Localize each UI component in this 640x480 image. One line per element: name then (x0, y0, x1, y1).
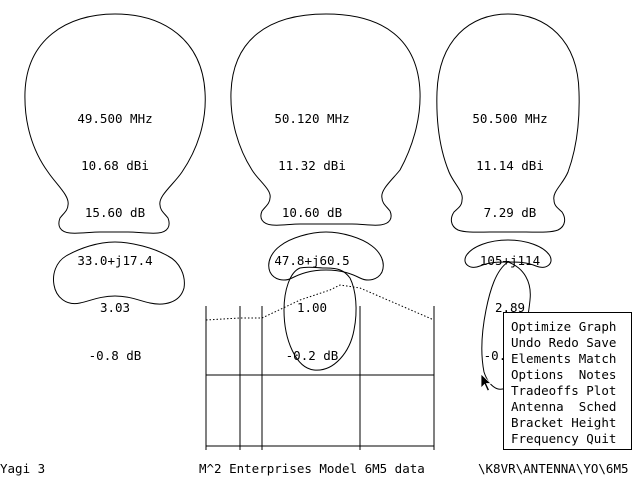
menu-sched[interactable]: Sched (578, 399, 617, 414)
gain-value: 11.32 dBi (278, 157, 346, 173)
menu-redo[interactable]: Redo (548, 335, 579, 350)
menu-row-7: Bracket Height (511, 415, 631, 431)
impedance-value: 33.0+j17.4 (77, 252, 153, 268)
menu-elements[interactable]: Elements (511, 351, 572, 366)
back-lobe-3 (481, 261, 531, 390)
menu-row-2: Undo Redo Save (511, 335, 631, 351)
menu-plot[interactable]: Plot (586, 383, 617, 398)
menu-row-5: Tradeoffs Plot (511, 383, 631, 399)
impedance-value: 47.8+j60.5 (274, 252, 350, 268)
menu-quit[interactable]: Quit (586, 431, 617, 446)
swr-value: 2.89 (494, 300, 526, 316)
polar-pattern-2 (230, 13, 421, 371)
back-lobe-2 (283, 266, 357, 371)
sweep-graph (205, 284, 435, 450)
menu-match[interactable]: Match (578, 351, 617, 366)
swr-value: 3.03 (99, 300, 131, 316)
menu-undo[interactable]: Undo (511, 335, 542, 350)
menu-bracket[interactable]: Bracket (511, 415, 564, 430)
front-back-value: 15.60 dB (84, 205, 146, 221)
main-lobe-3 (436, 13, 580, 233)
menu-height[interactable]: Height (571, 415, 617, 430)
frequency-value: 50.120 MHz (274, 110, 350, 126)
main-lobe-1 (24, 13, 206, 234)
menu-antenna[interactable]: Antenna (511, 399, 564, 414)
back-lobe-1 (53, 241, 185, 305)
side-lobe-2 (268, 231, 384, 281)
menu-notes[interactable]: Notes (578, 367, 617, 382)
polar-pattern-3 (436, 13, 580, 390)
command-menu: Optimize Graph Undo Redo Save Elements M… (503, 312, 632, 450)
readout-1: 49.500 MHz 10.68 dBi 15.60 dB 33.0+j17.4… (45, 79, 185, 395)
front-back-value: 10.60 dB (281, 205, 343, 221)
menu-frequency[interactable]: Frequency (511, 431, 579, 446)
frequency-value: 50.500 MHz (472, 110, 548, 126)
menu-graph[interactable]: Graph (578, 319, 617, 334)
menu-row-8: Frequency Quit (511, 431, 631, 447)
polar-pattern-1 (24, 13, 206, 305)
gain-delta-value: -0.8 dB (88, 347, 142, 363)
frequency-value: 49.500 MHz (77, 110, 153, 126)
sweep-curve (205, 284, 435, 321)
menu-row-6: Antenna Sched (511, 399, 631, 415)
menu-options[interactable]: Options (511, 367, 564, 382)
status-right: \K8VR\ANTENNA\YO\6M5 (478, 461, 629, 476)
main-lobe-2 (230, 13, 421, 226)
menu-row-4: Options Notes (511, 367, 631, 383)
gain-delta-value: -0.2 dB (285, 347, 339, 363)
gain-value: 10.68 dBi (81, 157, 149, 173)
mouse-pointer-icon (480, 373, 493, 392)
menu-save[interactable]: Save (586, 335, 617, 350)
gain-value: 11.14 dBi (476, 157, 544, 173)
menu-row-3: Elements Match (511, 351, 631, 367)
readout-2: 50.120 MHz 11.32 dBi 10.60 dB 47.8+j60.5… (242, 79, 382, 395)
menu-row-1: Optimize Graph (511, 319, 631, 335)
status-left: Yagi 3 (0, 461, 46, 476)
swr-value: 1.00 (296, 300, 328, 316)
impedance-value: 105+j114 (479, 252, 541, 268)
front-back-value: 7.29 dB (483, 205, 537, 221)
menu-optimize[interactable]: Optimize (511, 319, 572, 334)
menu-tradeoffs[interactable]: Tradeoffs (511, 383, 579, 398)
status-center: M^2 Enterprises Model 6M5 data (199, 461, 425, 476)
